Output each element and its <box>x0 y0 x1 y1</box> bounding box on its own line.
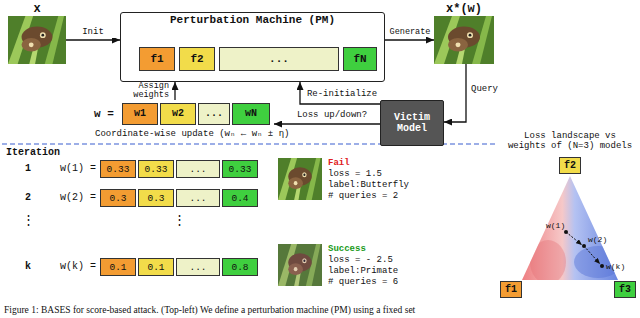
flow-arrow <box>385 39 434 40</box>
node-text: w = <box>94 108 114 121</box>
iteration-number: k <box>20 261 36 273</box>
figure-caption: Figure 1: BASES for score-based attack. … <box>4 304 415 316</box>
fail-photo <box>278 158 322 200</box>
result-detail: label:Primate <box>328 266 398 277</box>
iteration-number: 2 <box>20 192 36 204</box>
model-cell: ... <box>219 47 339 71</box>
panel-title: Loss landscape vs weights of (N=3) model… <box>503 131 637 151</box>
point-label: w(2) <box>588 235 607 245</box>
victim-model-box: Victim Model <box>380 100 444 146</box>
flow-arrow <box>444 64 466 122</box>
edge-label: Assign weights <box>108 82 170 100</box>
model-cell: fN <box>343 47 377 71</box>
node-text: Perturbation Machine (PM) <box>170 14 335 27</box>
weight-cell: w1 <box>122 103 158 125</box>
weight-value-cell: 0.4 <box>222 189 258 207</box>
node-text: x*(w) <box>446 3 482 17</box>
ellipsis-mark: ⋮ <box>159 213 199 229</box>
weight-cell: ... <box>198 103 230 125</box>
node-text: x <box>33 3 40 17</box>
node-text: ... <box>205 108 223 120</box>
model-cell: f2 <box>179 47 215 71</box>
point-label: w(1) <box>546 221 565 231</box>
perturbation-tint <box>278 244 322 286</box>
node-text: w1 <box>134 108 146 120</box>
weight-value-cell: 0.1 <box>138 258 174 276</box>
weight-vector-name: w(2) = <box>40 192 96 204</box>
flow-arrow <box>300 82 380 104</box>
result-status: Success <box>328 244 366 255</box>
node-text: ... <box>269 53 289 66</box>
node-text: f1 <box>150 53 163 66</box>
edge-label: Query <box>470 84 499 95</box>
iteration-number: 1 <box>20 163 36 175</box>
weight-vector-name: w(k) = <box>40 261 96 273</box>
weight-vector: w = w1 w2... wN <box>92 100 274 128</box>
model-corner: f1 <box>500 281 522 298</box>
result-detail: loss = 1.5 <box>328 169 382 180</box>
weight-value-cell: 0.3 <box>100 189 136 207</box>
flow-arrow <box>66 39 120 40</box>
weight-value-cell: 0.33 <box>222 160 258 178</box>
result-detail: loss = - 2.5 <box>328 255 393 266</box>
result-detail: # queries = 2 <box>328 191 398 202</box>
edge-label: Loss up/down? <box>290 110 374 121</box>
update-rule-note: Coordinate-wise update (wₙ ← wₙ ± η) <box>95 129 289 140</box>
result-detail: # queries = 6 <box>328 277 398 288</box>
input-photo <box>8 16 66 64</box>
weight-value-cell: 0.1 <box>100 258 136 276</box>
node-text: w2 <box>172 108 184 120</box>
edge-label: Init <box>70 27 116 38</box>
weight-value-cell: 0.33 <box>138 160 174 178</box>
flow-arrow <box>274 123 380 124</box>
model-cell: f1 <box>139 47 175 71</box>
weight-cell: w2 <box>160 103 196 125</box>
model-corner: f2 <box>559 157 581 174</box>
weight-value-cell: ... <box>176 189 220 207</box>
node-text: f2 <box>190 53 203 66</box>
weight-value-cell: 0.3 <box>138 189 174 207</box>
node-text: Victim Model <box>383 112 441 135</box>
ellipsis-mark: ⋮ <box>20 213 36 229</box>
section-heading: Iteration <box>6 147 60 159</box>
perturbation-machine-box: Perturbation Machine (PM) f1 f2... fN <box>120 12 385 82</box>
perturbed-image: x*(w) <box>434 2 494 64</box>
input-image: x <box>8 2 66 64</box>
node-text: fN <box>353 53 366 66</box>
point-label: w(k) <box>606 262 625 272</box>
edge-label: Re-initialize <box>304 89 380 100</box>
node-text: wN <box>245 108 257 120</box>
success-photo <box>278 244 322 286</box>
model-corner: f3 <box>614 281 636 298</box>
weight-value-cell: 0.33 <box>100 160 136 178</box>
result-detail: label:Butterfly <box>328 180 409 191</box>
weight-value-cell: ... <box>176 258 220 276</box>
weight-vector-name: w(1) = <box>40 163 96 175</box>
result-status: Fail <box>328 158 350 169</box>
weight-cell: wN <box>232 103 270 125</box>
weight-value-cell: ... <box>176 160 220 178</box>
weight-value-cell: 0.8 <box>222 258 258 276</box>
edge-label: Generate <box>387 27 433 37</box>
flow-arrow <box>174 82 175 100</box>
perturbed-photo <box>434 16 494 64</box>
